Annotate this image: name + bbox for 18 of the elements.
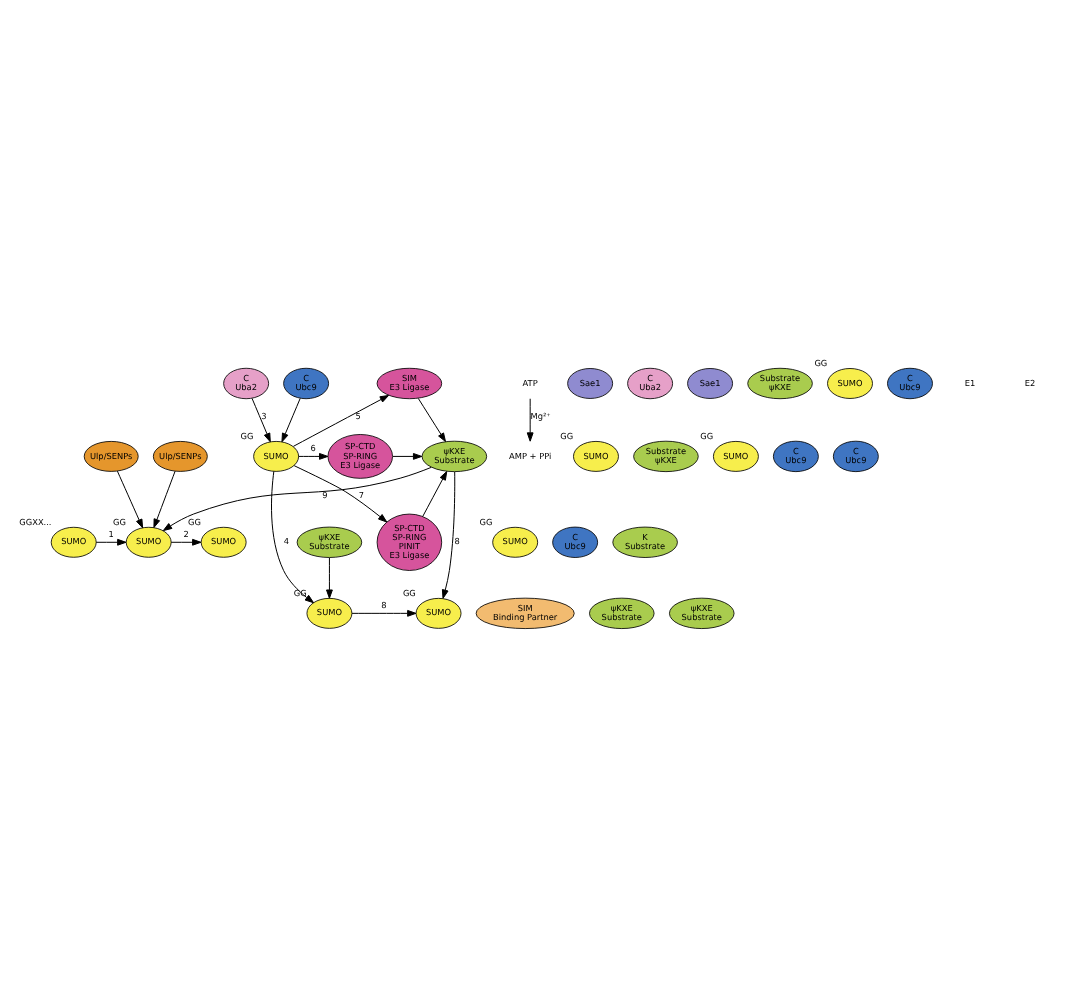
- arrow: [441, 471, 456, 599]
- arrow: [292, 394, 390, 447]
- arrow: [326, 557, 333, 599]
- arrow: [116, 470, 144, 529]
- arrow: [162, 466, 432, 532]
- arrow: [417, 397, 446, 443]
- arrow: [251, 397, 271, 443]
- arrow: [153, 470, 176, 529]
- arrow: [298, 453, 329, 460]
- arrow: [351, 609, 417, 617]
- arrow: [271, 470, 315, 604]
- arrow: [293, 465, 388, 523]
- arrow: [392, 453, 423, 460]
- arrow: [170, 538, 202, 546]
- arrow: [422, 471, 448, 517]
- arrow: [281, 397, 301, 443]
- arrow: [526, 398, 534, 442]
- arrow: [95, 538, 127, 546]
